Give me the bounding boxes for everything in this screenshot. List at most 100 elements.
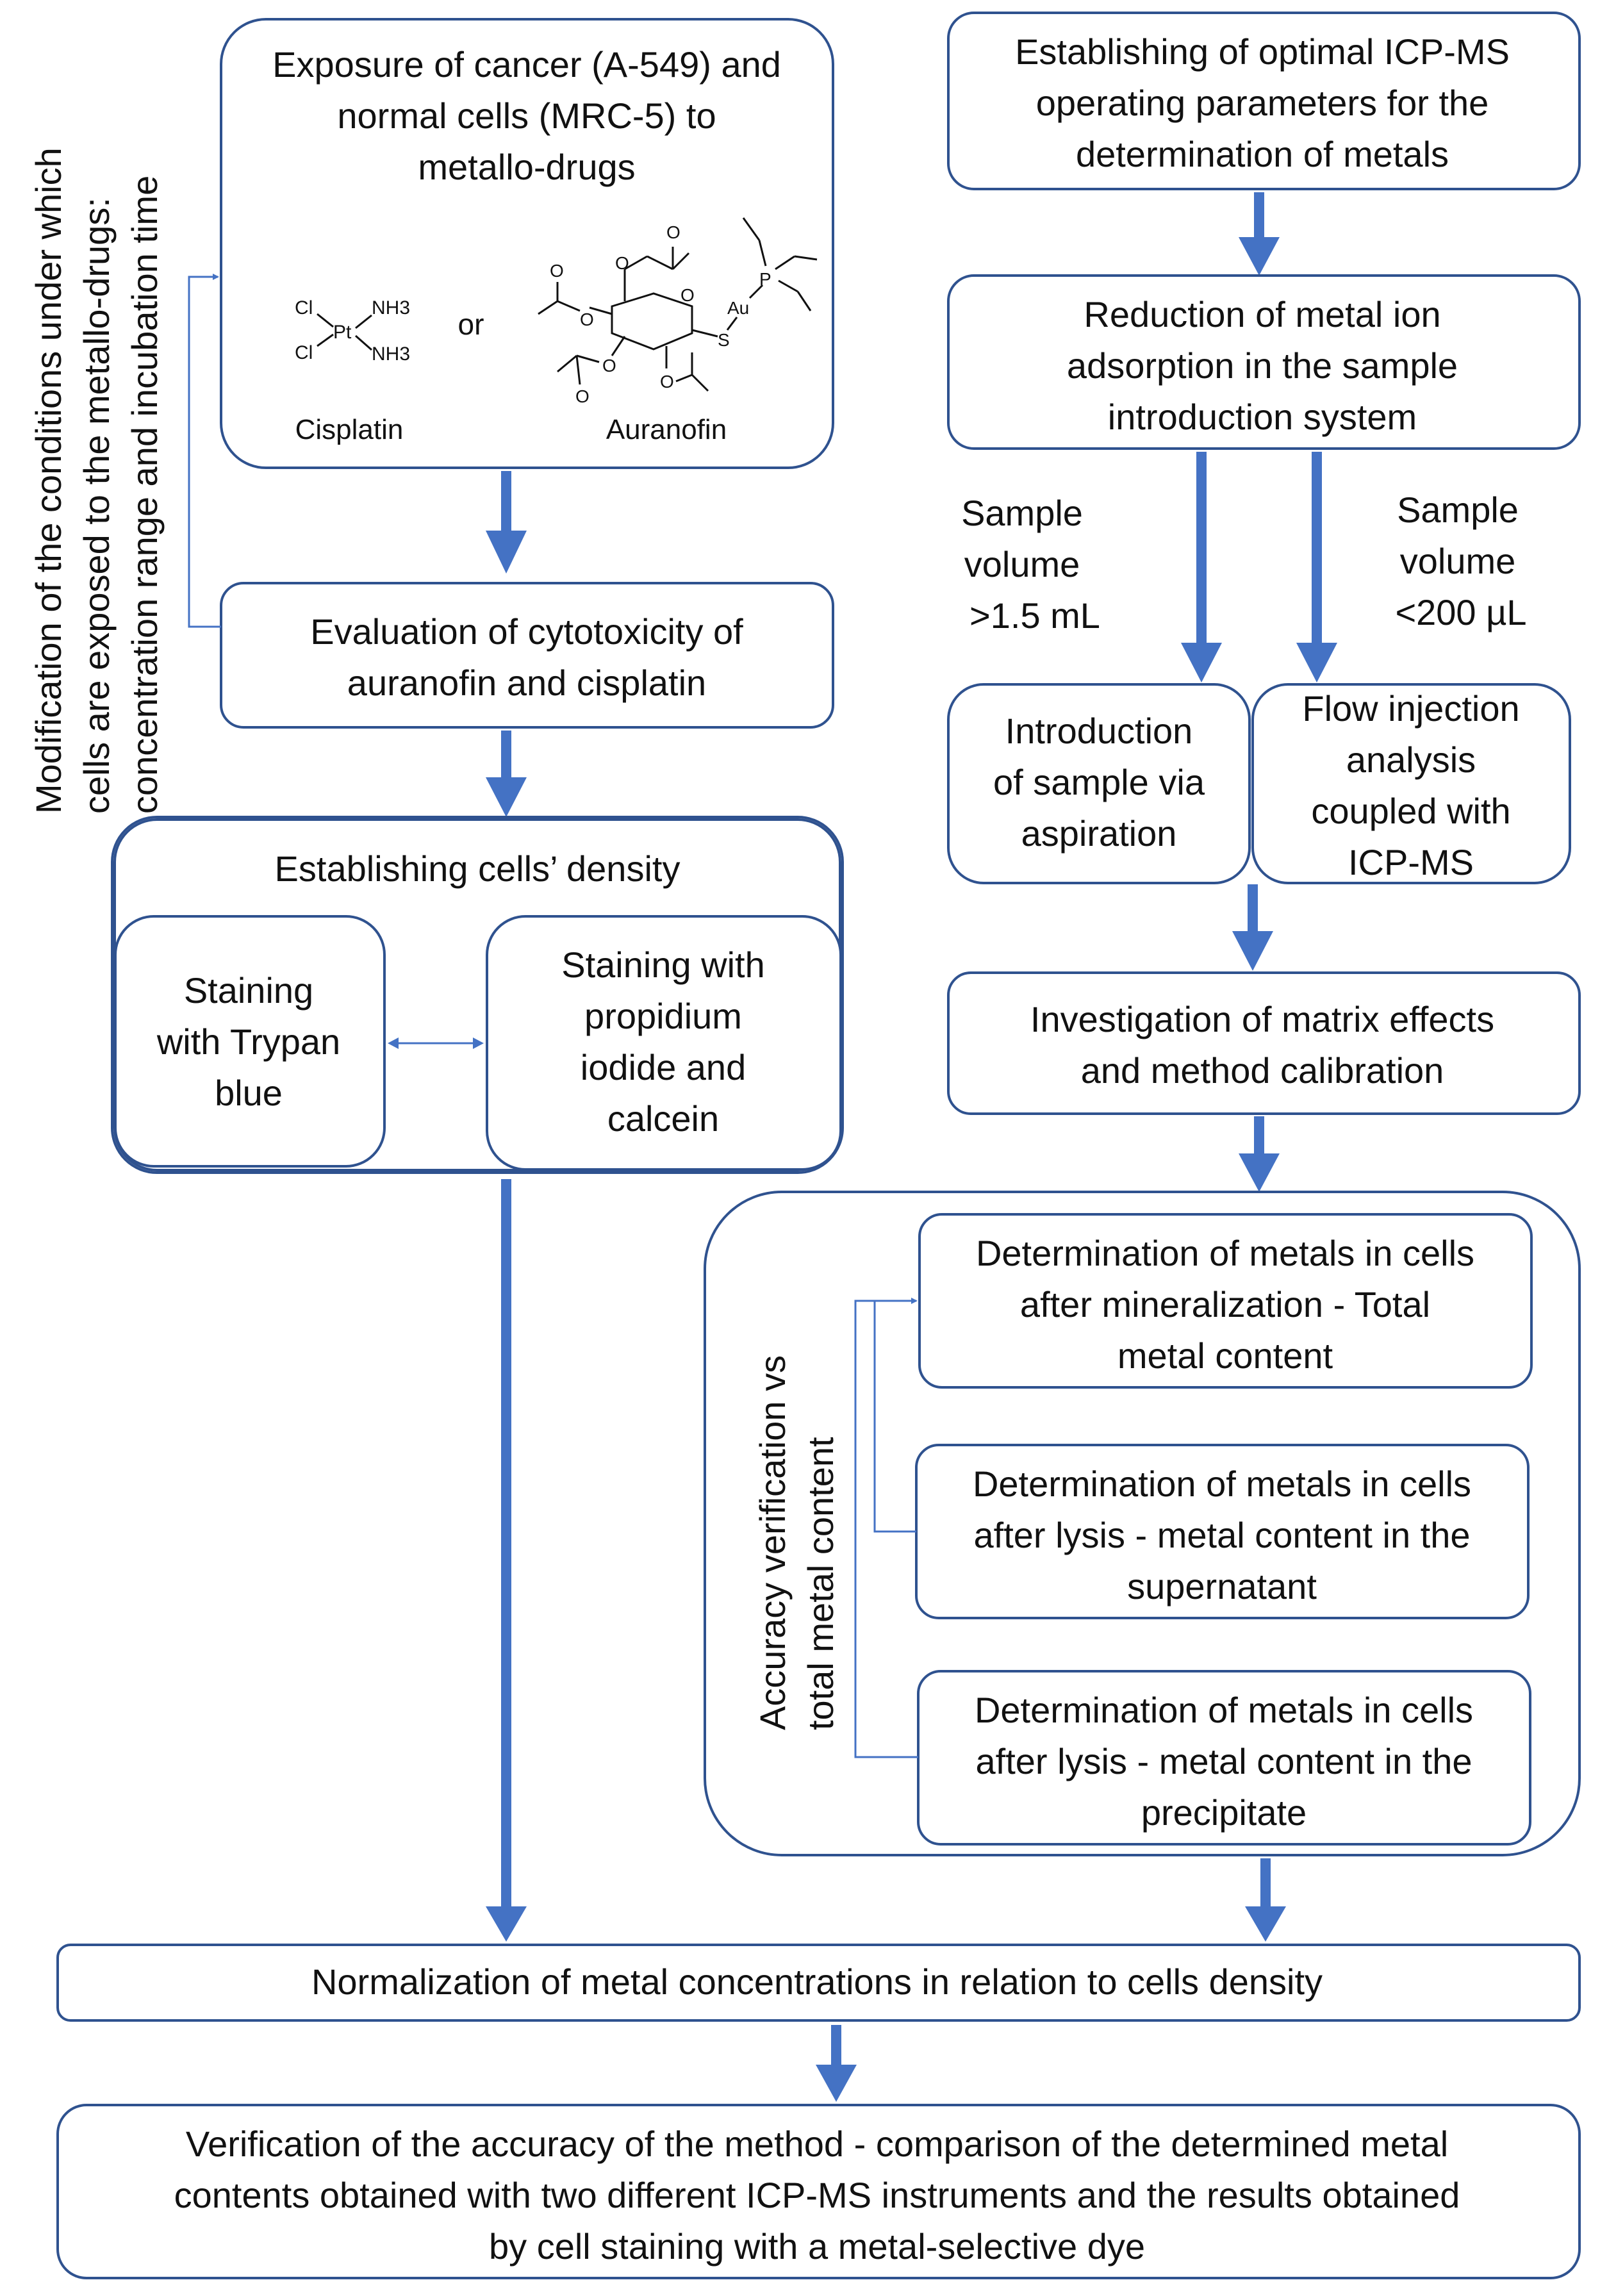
cisplatin-atom-pt: Pt xyxy=(333,322,352,343)
determination-1-line-1: Determination of metals in cells xyxy=(976,1233,1474,1273)
determination-2-line-3: supernatant xyxy=(1127,1566,1317,1606)
accuracy-group-label: Accuracy verification vs total metal con… xyxy=(752,1355,841,1730)
arrow-accuracy-to-normalization xyxy=(1245,1858,1286,1942)
icpms-params-line-1: Establishing of optimal ICP-MS xyxy=(1015,31,1510,72)
auranofin-oxygen-2: O xyxy=(666,222,680,242)
auranofin-oxygen-1: O xyxy=(615,253,629,273)
determination-2-line-1: Determination of metals in cells xyxy=(973,1464,1471,1504)
side-note: Modification of the conditions under whi… xyxy=(28,147,165,814)
reduction-line-1: Reduction of metal ion xyxy=(1084,294,1440,334)
trypan-line-2: with Trypan xyxy=(156,1021,340,1062)
auranofin-atom-s: S xyxy=(718,330,730,350)
propidium-line-1: Staining with xyxy=(561,945,765,985)
or-label: or xyxy=(458,308,484,341)
determination-1-line-2: after mineralization - Total xyxy=(1020,1284,1430,1325)
cisplatin-structure: Cl Cl Pt NH3 NH3 xyxy=(295,297,410,365)
trypan-box xyxy=(114,915,386,1168)
connector-supernatant-to-total xyxy=(873,1298,918,1533)
feedback-loop-arrow xyxy=(188,274,221,628)
side-note-line-2: cells are exposed to the metallo-drugs: xyxy=(76,197,117,814)
arrow-matrix-to-accuracy xyxy=(1239,1116,1280,1192)
cisplatin-atom-nh3-1: NH3 xyxy=(372,297,410,318)
propidium-line-4: calcein xyxy=(607,1098,719,1139)
exposure-box xyxy=(220,18,834,469)
arrow-reduction-to-aspiration xyxy=(1181,452,1222,682)
cytotoxicity-line-2: auranofin and cisplatin xyxy=(347,663,706,703)
aspiration-line-1: Introduction xyxy=(1005,711,1193,751)
determination-box-1 xyxy=(918,1213,1533,1389)
arrow-exposure-to-cytotoxicity xyxy=(486,471,527,574)
aspiration-line-2: of sample via xyxy=(993,762,1205,802)
trypan-line-3: blue xyxy=(215,1073,283,1113)
exposure-line-3: metallo-drugs xyxy=(418,147,635,187)
volume-large-line-2: volume xyxy=(964,544,1080,584)
flow-injection-line-2: analysis xyxy=(1346,739,1476,780)
matrix-line-2: and method calibration xyxy=(1081,1050,1444,1091)
icpms-params-line-2: operating parameters for the xyxy=(1036,83,1489,123)
auranofin-ring-oxygen: O xyxy=(680,285,695,305)
cisplatin-atom-cl-1: Cl xyxy=(295,297,313,318)
auranofin-oxygen-6: O xyxy=(575,386,590,406)
arrow-density-to-normalization xyxy=(486,1179,527,1942)
auranofin-oxygen-7: O xyxy=(660,372,674,392)
auranofin-atom-p: P xyxy=(759,269,771,289)
aspiration-box xyxy=(947,683,1251,884)
volume-small-line-2: volume xyxy=(1400,541,1516,581)
auranofin-oxygen-4: O xyxy=(550,261,564,281)
accuracy-label-line-2: total metal content xyxy=(800,1437,841,1730)
volume-large-line-1: Sample xyxy=(961,493,1083,533)
auranofin-atom-au: Au xyxy=(727,298,749,318)
flow-injection-box xyxy=(1251,683,1571,884)
aspiration-line-3: aspiration xyxy=(1021,813,1177,854)
double-arrow-staining xyxy=(388,1037,484,1049)
icpms-params-line-3: determination of metals xyxy=(1076,134,1449,174)
determination-3-line-2: after lysis - metal content in the xyxy=(975,1741,1472,1781)
volume-small-line-1: Sample xyxy=(1397,490,1519,530)
determination-1-line-3: metal content xyxy=(1118,1335,1333,1376)
cisplatin-label: Cisplatin xyxy=(295,414,404,445)
matrix-line-1: Investigation of matrix effects xyxy=(1030,999,1494,1039)
connector-precipitate-to-total xyxy=(854,1300,918,1758)
auranofin-oxygen-3: O xyxy=(580,310,594,329)
volume-small-line-3: <200 µL xyxy=(1395,592,1526,632)
side-note-line-1: Modification of the conditions under whi… xyxy=(28,147,69,814)
exposure-line-2: normal cells (MRC-5) to xyxy=(337,95,716,136)
cisplatin-atom-cl-2: Cl xyxy=(295,342,313,363)
auranofin-oxygen-5: O xyxy=(602,356,616,376)
cisplatin-atom-nh3-2: NH3 xyxy=(372,343,410,365)
determination-3-line-1: Determination of metals in cells xyxy=(975,1690,1473,1730)
trypan-line-1: Staining xyxy=(184,970,313,1011)
arrow-cytotoxicity-to-density xyxy=(486,731,527,817)
exposure-line-1: Exposure of cancer (A-549) and xyxy=(272,44,781,85)
arrow-params-to-reduction xyxy=(1239,192,1280,276)
auranofin-label: Auranofin xyxy=(606,414,727,445)
cytotoxicity-line-1: Evaluation of cytotoxicity of xyxy=(310,611,743,652)
icpms-params-box xyxy=(947,12,1581,190)
arrow-normalization-to-verification xyxy=(816,2025,857,2102)
verification-line-2: contents obtained with two different ICP… xyxy=(174,2175,1460,2215)
reduction-line-3: introduction system xyxy=(1108,397,1417,437)
determination-2-line-2: after lysis - metal content in the xyxy=(973,1515,1470,1555)
flow-injection-line-4: ICP-MS xyxy=(1348,842,1474,882)
reduction-box xyxy=(947,274,1581,450)
verification-line-1: Verification of the accuracy of the meth… xyxy=(186,2124,1448,2164)
normalization-box xyxy=(56,1944,1581,2022)
volume-large-line-3: >1.5 mL xyxy=(969,595,1100,636)
determination-3-line-3: precipitate xyxy=(1141,1792,1307,1833)
arrow-to-matrix xyxy=(1232,884,1273,971)
flow-injection-line-1: Flow injection xyxy=(1302,688,1519,729)
density-title: Establishing cells’ density xyxy=(275,848,680,889)
matrix-box xyxy=(947,971,1581,1115)
propidium-box xyxy=(486,915,842,1171)
auranofin-structure: O O O O O O O O S Au P xyxy=(538,217,818,406)
cytotoxicity-box xyxy=(220,582,834,729)
propidium-line-2: propidium xyxy=(584,996,742,1036)
side-note-line-3: concentration range and incubation time xyxy=(124,176,165,814)
arrow-reduction-to-flow-injection xyxy=(1296,452,1337,682)
normalization-line-1: Normalization of metal concentrations in… xyxy=(311,1962,1323,2002)
reduction-line-2: adsorption in the sample xyxy=(1067,345,1458,386)
verification-line-3: by cell staining with a metal-selective … xyxy=(489,2226,1145,2267)
propidium-line-3: iodide and xyxy=(581,1047,746,1087)
